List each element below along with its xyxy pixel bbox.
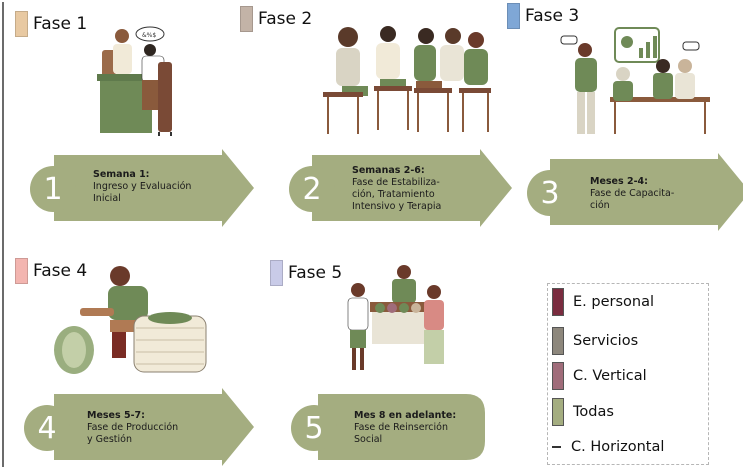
phase-1-consultation-illustration: &%$: [92, 22, 202, 142]
legend-label-servicios: Servicios: [573, 333, 639, 349]
phase-4-harvest-illustration: [50, 262, 210, 385]
phase-4-step-number: 4: [24, 405, 70, 451]
phase-2-title: Fase 2: [258, 9, 313, 29]
phase-1-step-number: 1: [30, 166, 76, 212]
phase-1-title: Fase 1: [33, 14, 88, 34]
phase-4-color-marker: [15, 258, 28, 284]
phase-2-color-marker: [240, 6, 253, 32]
phase-2-description: Fase de Estabiliza- ción, Tratamiento In…: [352, 177, 442, 212]
phase-5-timeframe: Mes 8 en adelante:: [354, 410, 457, 421]
legend-dashed-line-c-horizontal: [552, 434, 562, 460]
phase-2-arrow: [312, 149, 512, 227]
phase-1-header: Fase 1: [15, 11, 87, 37]
phase-3-timeframe: Meses 2-4:: [590, 176, 648, 187]
phase-5-title: Fase 5: [288, 263, 343, 283]
phase-4-title: Fase 4: [33, 261, 88, 281]
phase-2-header: Fase 2: [240, 6, 312, 32]
phase-3-header: Fase 3: [507, 3, 579, 29]
legend-item-servicios: Servicios: [552, 327, 638, 355]
phase-4-header: Fase 4: [15, 258, 87, 284]
phase-1-step-text: Semana 1: Ingreso y Evaluación Inicial: [93, 169, 233, 205]
legend-item-todas: Todas: [552, 398, 614, 426]
phase-2-step-text: Semanas 2-6: Fase de Estabiliza- ción, T…: [352, 165, 492, 213]
phase-5-header: Fase 5: [270, 260, 342, 286]
phase-3-step-text: Meses 2-4: Fase de Capacita- ción: [590, 176, 730, 212]
phase-3-color-marker: [507, 3, 520, 29]
phase-2-step-number: 2: [289, 166, 335, 212]
phase-5-market-illustration: [340, 264, 460, 384]
legend-swatch-c-vertical: [552, 362, 564, 390]
legend-frame: [547, 283, 709, 465]
phase-4-arrow: [54, 388, 254, 466]
legend-swatch-servicios: [552, 327, 564, 355]
phase-3-arrow: [550, 153, 743, 231]
phase-2-group-therapy-illustration: [318, 22, 493, 142]
legend-label-c-vertical: C. Vertical: [573, 368, 647, 384]
legend-label-c-horizontal: C. Horizontal: [571, 439, 665, 455]
phase-1-color-marker: [15, 11, 28, 37]
phase-4-description: Fase de Producción y Gestión: [87, 422, 179, 445]
legend-label-todas: Todas: [573, 404, 614, 420]
phase-3-step-number: 3: [527, 170, 573, 216]
legend-item-c-vertical: C. Vertical: [552, 362, 647, 390]
phase-3-title: Fase 3: [525, 6, 580, 26]
legend-swatch-todas: [552, 398, 564, 426]
phase-5-color-marker: [270, 260, 283, 286]
phase-4-timeframe: Meses 5-7:: [87, 410, 145, 421]
legend-swatch-e-personal: [552, 288, 564, 316]
svg-text:&%$: &%$: [142, 32, 156, 39]
legend-item-e-personal: E. personal: [552, 288, 654, 316]
phase-4-step-text: Meses 5-7: Fase de Producción y Gestión: [87, 410, 227, 446]
phase-1-arrow: [54, 149, 254, 227]
phase-3-description: Fase de Capacita- ción: [590, 188, 675, 211]
legend-label-e-personal: E. personal: [573, 294, 654, 310]
phase-5-step-number: 5: [291, 405, 337, 451]
left-border-line: [2, 2, 4, 467]
phase-5-description: Fase de Reinserción Social: [354, 422, 448, 445]
phase-1-description: Ingreso y Evaluación Inicial: [93, 181, 192, 204]
phase-5-arrow: [318, 388, 485, 466]
phase-2-timeframe: Semanas 2-6:: [352, 165, 425, 176]
phase-1-timeframe: Semana 1:: [93, 169, 150, 180]
phase-3-training-illustration: [555, 22, 715, 145]
legend: E. personal Servicios C. Vertical Todas …: [547, 283, 709, 465]
legend-item-c-horizontal: C. Horizontal: [552, 434, 664, 460]
phase-5-step-text: Mes 8 en adelante: Fase de Reinserción S…: [354, 410, 494, 446]
